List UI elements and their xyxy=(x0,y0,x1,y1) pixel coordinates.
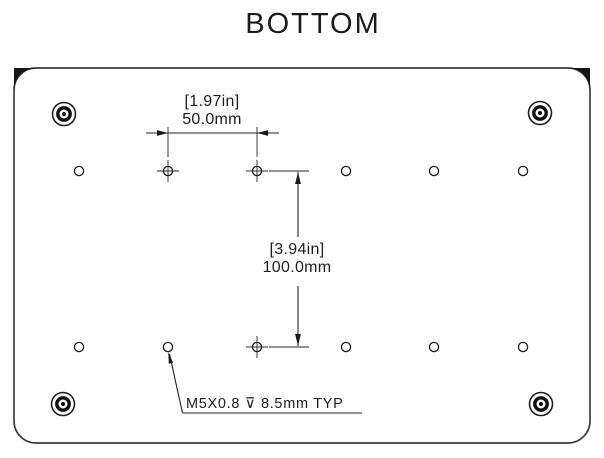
plate-outline xyxy=(13,67,591,444)
screw-center xyxy=(60,401,66,407)
dimension-arrow xyxy=(295,172,301,184)
dimension-imperial: [3.94in] xyxy=(269,241,325,258)
dimension-arrow xyxy=(295,334,301,346)
mounting-hole xyxy=(517,341,529,353)
dimension-metric: 100.0mm xyxy=(262,258,332,276)
screw-socket-ring xyxy=(533,396,549,412)
corner-screw-top-left xyxy=(51,101,77,127)
corner-screw-top-right xyxy=(527,100,553,126)
horizontal-dimension-label: [1.97in] 50.0mm xyxy=(182,93,242,128)
mounting-hole xyxy=(340,165,352,177)
center-mark xyxy=(157,160,179,182)
mounting-hole xyxy=(517,165,529,177)
corner-wedge-top-left xyxy=(14,68,36,90)
dimension-arrow xyxy=(157,130,168,136)
screw-socket-ring xyxy=(532,105,548,121)
screw-center xyxy=(61,111,67,117)
center-mark xyxy=(246,336,268,358)
screw-socket-ring xyxy=(56,106,72,122)
leader-arrow xyxy=(168,352,174,364)
mounting-hole xyxy=(73,341,85,353)
callout-leader xyxy=(168,352,362,414)
screw-socket-ring xyxy=(55,396,71,412)
dimension-imperial: [1.97in] xyxy=(184,93,240,110)
mounting-hole xyxy=(428,165,440,177)
corner-wedge-top-right xyxy=(568,68,590,90)
center-mark xyxy=(246,160,268,182)
screw-center xyxy=(537,110,543,116)
dimension-arrow xyxy=(257,130,268,136)
vertical-dimension xyxy=(269,170,309,348)
vertical-dimension-label: [3.94in] 100.0mm xyxy=(263,241,332,276)
mounting-hole xyxy=(162,341,174,353)
corner-screw-bottom-left xyxy=(50,391,76,417)
mounting-hole xyxy=(73,165,85,177)
mounting-hole xyxy=(340,341,352,353)
mounting-hole xyxy=(428,341,440,353)
screw-center xyxy=(538,401,544,407)
dimension-metric: 50.0mm xyxy=(182,110,242,128)
view-title: BOTTOM xyxy=(245,8,381,40)
corner-screw-bottom-right xyxy=(528,391,554,417)
horizontal-dimension xyxy=(146,127,279,157)
thread-depth-callout: M5X0.8 ⊽ 8.5mm TYP xyxy=(186,396,344,412)
